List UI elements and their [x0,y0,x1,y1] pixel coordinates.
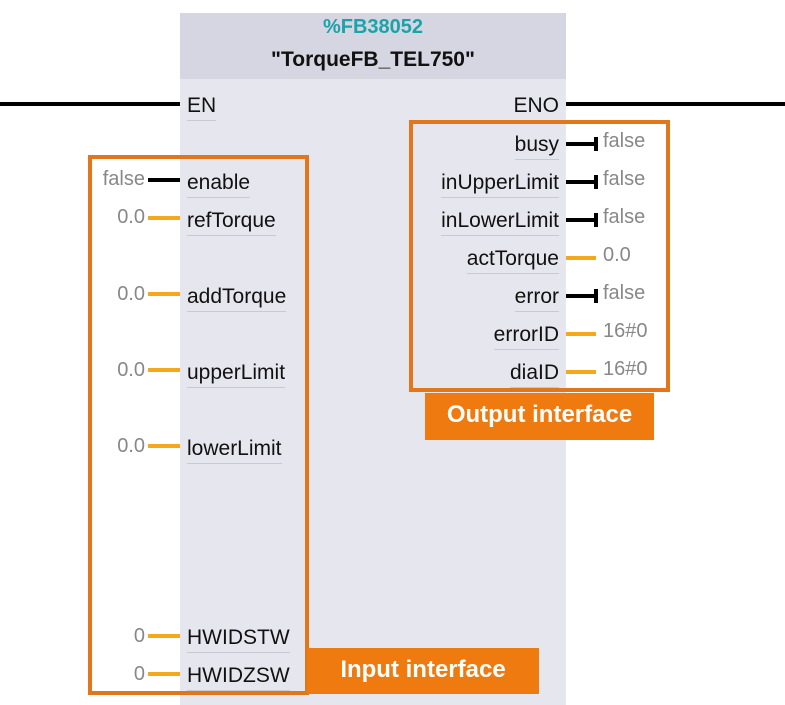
output-tick-inlowerlimit [594,213,598,227]
input-value-hwidzsw[interactable]: 0 [133,663,145,685]
function-block-header [180,13,566,79]
output-wire-inupperlimit [566,180,596,184]
output-tick-busy [594,137,598,151]
input-pin-upperlimit[interactable]: upperLimit [187,360,286,388]
input-value-enable[interactable]: false [102,168,145,190]
input-value-upperlimit[interactable]: 0.0 [117,359,145,381]
input-wire-lowerlimit [148,444,180,448]
output-wire-error [566,294,596,298]
input-pin-hwidstw[interactable]: HWIDSTW [187,625,290,653]
input-pin-enable[interactable]: enable [187,170,251,198]
output-pin-busy[interactable]: busy [514,132,559,160]
input-wire-reftorque [148,216,180,220]
fb-instance-name[interactable]: "TorqueFB_TEL750" [271,48,475,71]
input-wire-hwidstw [148,634,180,638]
input-pin-reftorque[interactable]: refTorque [187,208,276,236]
output-wire-errorid [566,332,596,336]
output-interface-label: Output interface [425,393,654,440]
output-value-acttorque[interactable]: 0.0 [603,244,631,266]
output-value-inupperlimit[interactable]: false [603,168,646,190]
output-wire-diaid [566,370,596,374]
output-tick-error [594,289,598,303]
output-value-errorid[interactable]: 16#0 [603,320,648,342]
output-wire-busy [566,142,596,146]
output-pin-inlowerlimit[interactable]: inLowerLimit [441,208,559,236]
input-pin-addtorque[interactable]: addTorque [187,284,287,312]
pin-eno[interactable]: ENO [513,93,559,121]
input-pin-hwidzsw[interactable]: HWIDZSW [187,663,290,691]
output-wire-inlowerlimit [566,218,596,222]
function-block[interactable] [180,13,566,705]
input-value-hwidstw[interactable]: 0 [133,625,145,647]
output-value-inlowerlimit[interactable]: false [603,206,646,228]
output-pin-diaid[interactable]: diaID [509,360,559,388]
input-wire-enable [148,178,180,182]
input-wire-addtorque [148,292,180,296]
input-interface-frame [88,155,309,695]
eno-wire [566,102,785,106]
input-value-addtorque[interactable]: 0.0 [117,283,145,305]
pin-en[interactable]: EN [187,93,217,121]
output-pin-errorid[interactable]: errorID [493,322,559,350]
input-wire-upperlimit [148,368,180,372]
output-pin-error[interactable]: error [514,284,559,312]
output-interface-frame [409,120,670,392]
output-value-diaid[interactable]: 16#0 [603,358,648,380]
input-value-reftorque[interactable]: 0.0 [117,206,145,228]
input-interface-label: Input interface [307,648,539,694]
output-value-error[interactable]: false [603,282,646,304]
input-wire-hwidzsw [148,672,180,676]
en-wire [0,102,180,106]
input-pin-lowerlimit[interactable]: lowerLimit [187,436,282,464]
output-value-busy[interactable]: false [603,130,646,152]
output-wire-acttorque [566,256,596,260]
output-pin-acttorque[interactable]: actTorque [466,246,559,274]
input-value-lowerlimit[interactable]: 0.0 [117,435,145,457]
output-tick-inupperlimit [594,175,598,189]
output-pin-inupperlimit[interactable]: inUpperLimit [441,170,559,198]
fb-number: %FB38052 [322,16,424,38]
